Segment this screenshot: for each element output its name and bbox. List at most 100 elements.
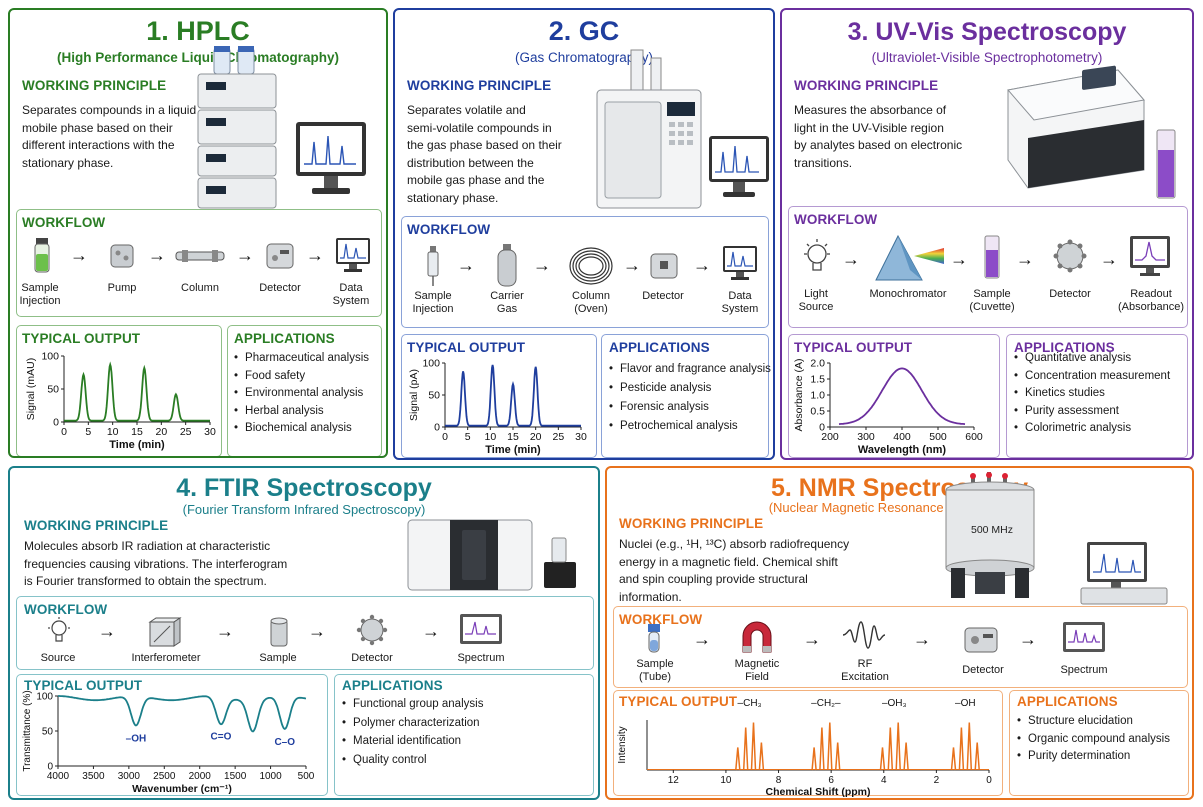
x-tick-label: 20	[155, 426, 167, 438]
gc-principle-text: Separates volatile and semi-volatile com…	[407, 103, 562, 205]
readout-icon	[1130, 236, 1170, 276]
workflow-arrow: →	[148, 245, 166, 265]
workflow-arrow: →	[842, 249, 860, 269]
ftir-output-box	[16, 674, 328, 796]
nmr-tube-icon	[648, 624, 660, 653]
gc-instrument-icon	[596, 49, 702, 209]
detector-icon	[964, 627, 998, 653]
y-axis-label: Transmittance (%)	[22, 690, 33, 771]
app-item: Concentration measurement	[1014, 368, 1170, 386]
light-bulb-icon	[48, 617, 70, 642]
peak-multiplet	[811, 722, 841, 771]
nmr-output-box	[613, 690, 1003, 796]
x-tick-label: 0	[442, 431, 448, 443]
workflow-arrow: →	[623, 255, 641, 275]
x-tick-label: 15	[131, 426, 143, 438]
x-tick-label: 0	[986, 775, 992, 786]
workflow-arrow: →	[308, 621, 326, 641]
ftir-principle-text: Molecules absorb IR radiation at charact…	[24, 539, 288, 588]
y-tick-label: 0	[47, 762, 53, 773]
x-tick-label: 15	[507, 431, 519, 443]
hplc-apps-box	[227, 325, 382, 456]
series-line	[838, 367, 966, 425]
peak-multiplet	[950, 722, 980, 771]
workflow-arrow: →	[950, 249, 968, 269]
x-tick-label: 4000	[47, 771, 70, 782]
spectrophotometer-icon	[1007, 65, 1145, 189]
uv-panel: 3. UV-Vis Spectroscopy (Ultraviolet-Visi…	[780, 8, 1194, 460]
hplc-step-label: Column	[181, 282, 219, 294]
gc-step-label: Detector	[642, 290, 684, 302]
ftir-panel: 4. FTIR Spectroscopy (Fourier Transform …	[8, 466, 600, 800]
nmr-instrument-label: 500 MHz	[970, 524, 1013, 536]
x-tick-label: 300	[857, 431, 875, 443]
app-item: Pharmaceutical analysis	[234, 350, 369, 368]
x-axis-label: Wavelength (nm)	[858, 444, 947, 456]
ftir-apps-box	[334, 674, 594, 796]
hplc-workflow-box	[16, 209, 382, 317]
x-axis-label: Time (min)	[485, 444, 541, 456]
ftir-step-label: Source	[40, 652, 76, 664]
gas-cylinder-icon	[497, 244, 517, 287]
syringe-icon	[427, 246, 439, 286]
hplc-instrument-icon	[197, 46, 277, 209]
uv-step-label: Readout(Absorbance)	[1117, 288, 1185, 313]
x-tick-label: 10	[720, 775, 732, 786]
x-tick-label: 30	[575, 431, 587, 443]
x-tick-label: 30	[204, 426, 216, 438]
nmr-step-label: Spectrum	[1060, 664, 1108, 676]
nmr-apps-list: Structure elucidation Organic compound a…	[1017, 713, 1170, 766]
nmr-step-label: Sample(Tube)	[636, 658, 674, 683]
nmr-subtitle: (Nuclear Magnetic Resonance Spectroscopy…	[768, 500, 1031, 515]
y-tick-label: 0	[53, 417, 59, 429]
gc-title: 2. GC	[548, 16, 620, 46]
gc-principle-heading: WORKING PRINCIPLE	[407, 78, 552, 93]
ftir-output-heading: TYPICAL OUTPUT	[24, 678, 143, 693]
peak-annotation: C=O	[211, 731, 232, 742]
nmr-principle-text: Nuclei (e.g., ¹H, ¹³C) absorb radiofrequ…	[619, 537, 850, 604]
ftir-apps-list: Functional group analysis Polymer charac…	[342, 695, 483, 769]
ftir-instrument-icon	[407, 519, 576, 591]
data-system-icon	[723, 246, 757, 280]
gc-output-box	[401, 334, 597, 458]
detector-sphere-icon	[356, 614, 388, 646]
nmr-computer-icon	[1080, 542, 1168, 605]
peak-multiplet	[879, 722, 909, 771]
app-item: Petrochemical analysis	[609, 417, 771, 436]
x-axis-label: Wavenumber (cm⁻¹)	[132, 783, 232, 795]
x-tick-label: 1500	[224, 771, 247, 782]
uv-output-box	[788, 334, 1000, 458]
app-item: Kinetics studies	[1014, 385, 1170, 403]
y-tick-label: 2.0	[810, 358, 825, 370]
x-tick-label: 25	[552, 431, 564, 443]
gc-workflow-heading: WORKFLOW	[407, 222, 491, 237]
x-tick-label: 500	[929, 431, 947, 443]
prism-icon	[875, 234, 944, 281]
x-tick-label: 200	[821, 431, 839, 443]
workflow-arrow: →	[457, 255, 475, 275]
nmr-title: 5. NMR Spectroscopy	[770, 474, 1028, 502]
sample-vial-icon	[34, 238, 50, 273]
y-axis-label: Signal (pA)	[408, 369, 420, 421]
column-icon	[175, 250, 225, 262]
workflow-arrow: →	[216, 621, 234, 641]
x-tick-label: 10	[107, 426, 119, 438]
x-tick-label: 8	[776, 775, 782, 786]
y-tick-label: 0	[434, 422, 440, 434]
x-tick-label: 400	[893, 431, 911, 443]
workflow-arrow: →	[1019, 629, 1037, 649]
gc-apps-heading: APPLICATIONS	[609, 340, 710, 355]
hplc-principle-heading: WORKING PRINCIPLE	[22, 78, 167, 93]
gc-subtitle: (Gas Chromatography)	[514, 50, 654, 65]
uv-workflow-heading: WORKFLOW	[794, 212, 878, 227]
app-item: Food safety	[234, 368, 369, 386]
gc-workflow-box	[401, 216, 769, 328]
app-item: Colorimetric analysis	[1014, 420, 1170, 438]
gc-apps-list: Flavor and fragrance analysis Pesticide …	[609, 360, 771, 436]
y-tick-label: 100	[41, 351, 59, 363]
